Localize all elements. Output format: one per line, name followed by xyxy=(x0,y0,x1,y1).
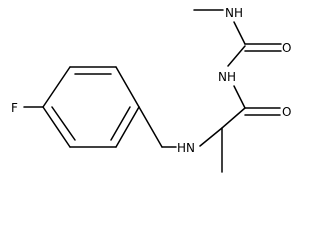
amide-oxygen-label: O xyxy=(282,105,291,119)
nh-urea-carbon-bond xyxy=(227,45,246,67)
methyl-nh-label: NH xyxy=(225,6,243,20)
fluorine-label: F xyxy=(11,101,18,115)
urea-oxygen-label: O xyxy=(282,41,291,55)
calpha-carbonyl-bond xyxy=(221,107,246,129)
bonds xyxy=(23,9,282,173)
urea-nh-label: NH xyxy=(218,70,236,84)
structure-drawing: F HN NH NH O O xyxy=(11,6,291,173)
ring-inner-bond xyxy=(51,106,76,141)
ring-inner-bond xyxy=(110,106,131,141)
urea-carbon-nh-bond xyxy=(233,21,246,45)
ring-bond xyxy=(115,106,140,148)
ring-bond xyxy=(42,66,71,108)
ring-bond xyxy=(115,66,140,108)
atom-labels: F HN NH NH O O xyxy=(11,6,291,155)
carbonyl-nh-bond xyxy=(233,85,246,109)
amine-nh-label: HN xyxy=(177,141,195,155)
ring-ch2-bond xyxy=(138,106,163,148)
ring-bond xyxy=(42,106,71,148)
nh-calpha-bond xyxy=(199,127,223,147)
